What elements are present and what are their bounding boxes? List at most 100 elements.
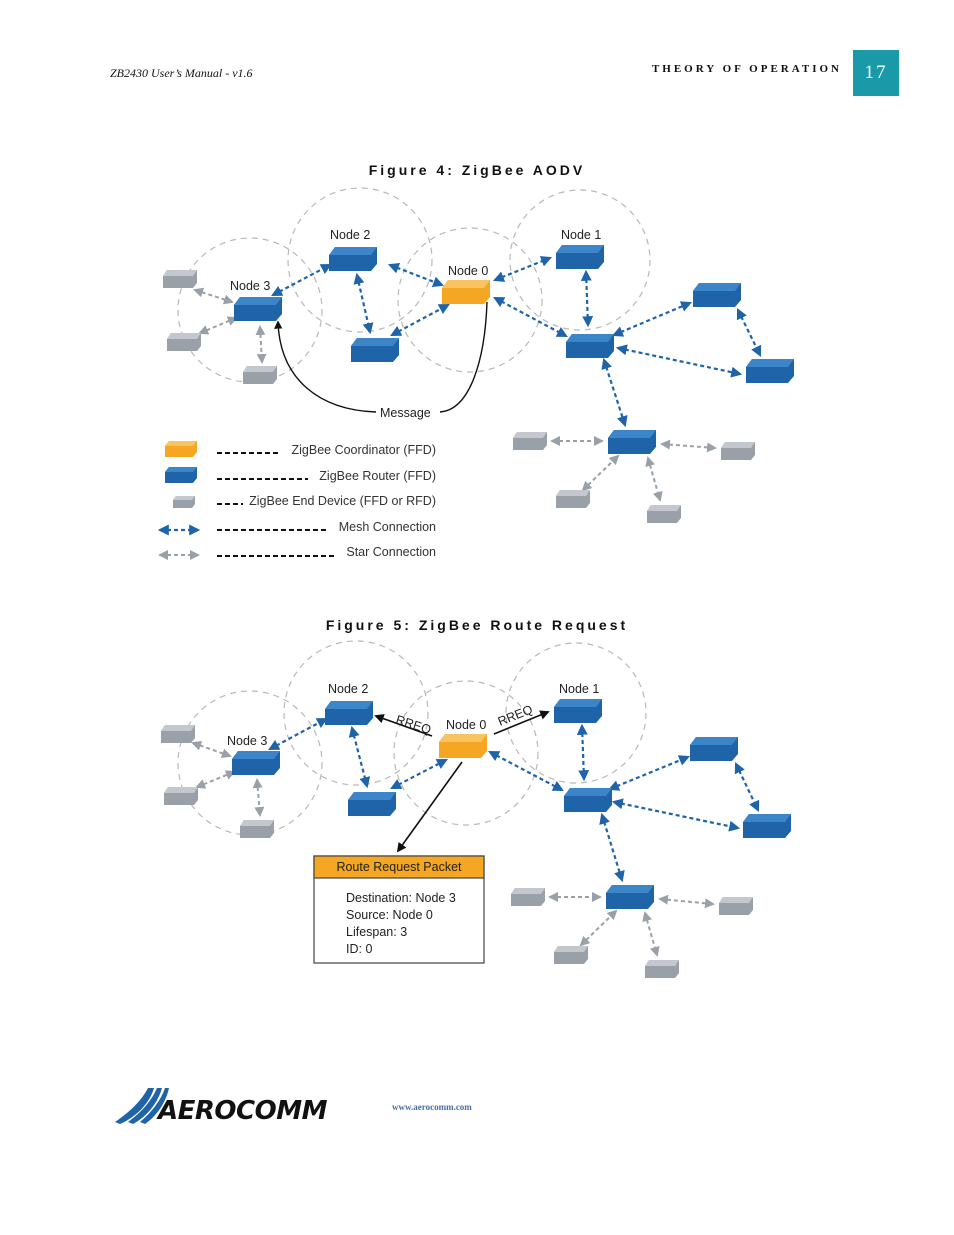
figure-4-caption: Figure 4: ZigBee AODV: [368, 162, 586, 178]
mesh-link: [599, 812, 625, 883]
mesh-link: [580, 269, 594, 328]
star-link: [255, 325, 267, 364]
legend-label: ZigBee Router (FFD): [319, 469, 436, 483]
page-number-badge: 17: [853, 50, 899, 96]
aerocomm-logo: AEROCOMM: [115, 1088, 328, 1126]
router-icon: [234, 297, 282, 321]
route-request-packet: Route Request Packet Destination: Node 3…: [313, 855, 485, 964]
end-device-icon: [554, 946, 588, 964]
mesh-link: [611, 798, 741, 832]
range-circle-node1: [509, 189, 651, 331]
packet-title: Route Request Packet: [336, 860, 462, 874]
end-device-icon: [645, 960, 679, 978]
mesh-link: [736, 308, 762, 357]
end-device-nodes: [161, 725, 753, 978]
router-icon: [351, 338, 399, 362]
router-icon: [606, 885, 654, 909]
star-link: [581, 454, 620, 492]
end-device-icon: [243, 366, 277, 384]
packet-destination: Destination: Node 3: [346, 891, 456, 905]
mesh-link: [268, 717, 328, 751]
node0-label: Node 0: [448, 264, 488, 278]
legend-coordinator-icon: [165, 441, 197, 457]
range-circle-node1: [505, 642, 647, 784]
node1-label: Node 1: [559, 682, 599, 696]
footer-url[interactable]: www.aerocomm.com: [392, 1102, 472, 1112]
legend-label: Star Connection: [346, 545, 436, 559]
mesh-link: [607, 755, 691, 791]
end-device-icon: [719, 897, 753, 915]
node1-label: Node 1: [561, 228, 601, 242]
router-nodes: [232, 699, 791, 909]
router-icon: [564, 788, 612, 812]
figure-5-diagram: RREQ RREQ Node 3 Node 2 Node 0 Node 1: [150, 640, 796, 979]
legend-label: Mesh Connection: [339, 520, 436, 534]
mesh-link: [390, 758, 448, 790]
router-icon: [743, 814, 791, 838]
end-device-icon: [556, 490, 590, 508]
end-device-icon: [511, 888, 545, 906]
legend-end-device-icon: [173, 496, 195, 508]
node3-label: Node 3: [227, 734, 267, 748]
router-icon: [329, 247, 377, 271]
mesh-link: [348, 725, 371, 789]
router-icon: [566, 334, 614, 358]
logo-wordmark: AEROCOMM: [156, 1096, 328, 1126]
router-icon: [746, 359, 794, 383]
router-icon: [325, 701, 373, 725]
legend-label: ZigBee End Device (FFD or RFD): [249, 494, 436, 508]
router-icon: [348, 792, 396, 816]
star-link: [645, 456, 663, 502]
end-device-icon: [240, 820, 274, 838]
legend-label: ZigBee Coordinator (FFD): [292, 443, 437, 457]
end-device-icon: [163, 270, 197, 288]
node0-label: Node 0: [446, 718, 486, 732]
end-device-icon: [647, 505, 681, 523]
router-icon: [556, 245, 604, 269]
page-number: 17: [864, 62, 888, 83]
mesh-link: [390, 303, 450, 337]
end-device-nodes: [163, 270, 755, 523]
rreq-arrow-to-node1: [493, 710, 550, 735]
star-link: [642, 911, 660, 957]
message-label: Message: [380, 406, 431, 420]
router-icon: [232, 751, 280, 775]
node2-label: Node 2: [330, 228, 370, 242]
coordinator-icon: [442, 280, 490, 304]
mesh-link: [576, 723, 590, 782]
end-device-icon: [721, 442, 755, 460]
end-device-icon: [167, 333, 201, 351]
end-device-icon: [513, 432, 547, 450]
coordinator-icon: [439, 734, 487, 758]
star-link: [579, 909, 618, 947]
figure-5-caption: Figure 5: ZigBee Route Request: [325, 617, 629, 633]
mesh-link: [271, 263, 332, 297]
packet-source: Source: Node 0: [346, 908, 433, 922]
mesh-link: [387, 263, 445, 287]
logo-swoosh-icon: [115, 1088, 169, 1124]
end-device-icon: [161, 725, 195, 743]
packet-id: ID: 0: [346, 942, 372, 956]
manual-title: ZB2430 User’s Manual - v1.6: [110, 66, 253, 80]
mesh-link: [492, 256, 553, 282]
mesh-link: [601, 357, 628, 428]
router-icon: [608, 430, 656, 454]
router-nodes: [234, 245, 794, 454]
mesh-link: [353, 272, 374, 335]
figure-4-diagram: Node 3 Node 2 Node 0 Node 1 Message ZigB…: [150, 187, 796, 560]
router-icon: [693, 283, 741, 307]
star-link: [658, 894, 715, 909]
packet-pointer-arrow: [396, 761, 463, 853]
legend: ZigBee Coordinator (FFD) ZigBee Router (…: [157, 441, 437, 560]
message-path: [274, 301, 488, 413]
star-link: [660, 439, 717, 453]
rreq-arrow-to-node2: [374, 714, 433, 737]
router-icon: [554, 699, 602, 723]
node3-label: Node 3: [230, 279, 270, 293]
end-device-icon: [164, 787, 198, 805]
mesh-link: [734, 762, 760, 812]
star-link: [252, 778, 265, 817]
node2-label: Node 2: [328, 682, 368, 696]
packet-lifespan: Lifespan: 3: [346, 925, 407, 939]
